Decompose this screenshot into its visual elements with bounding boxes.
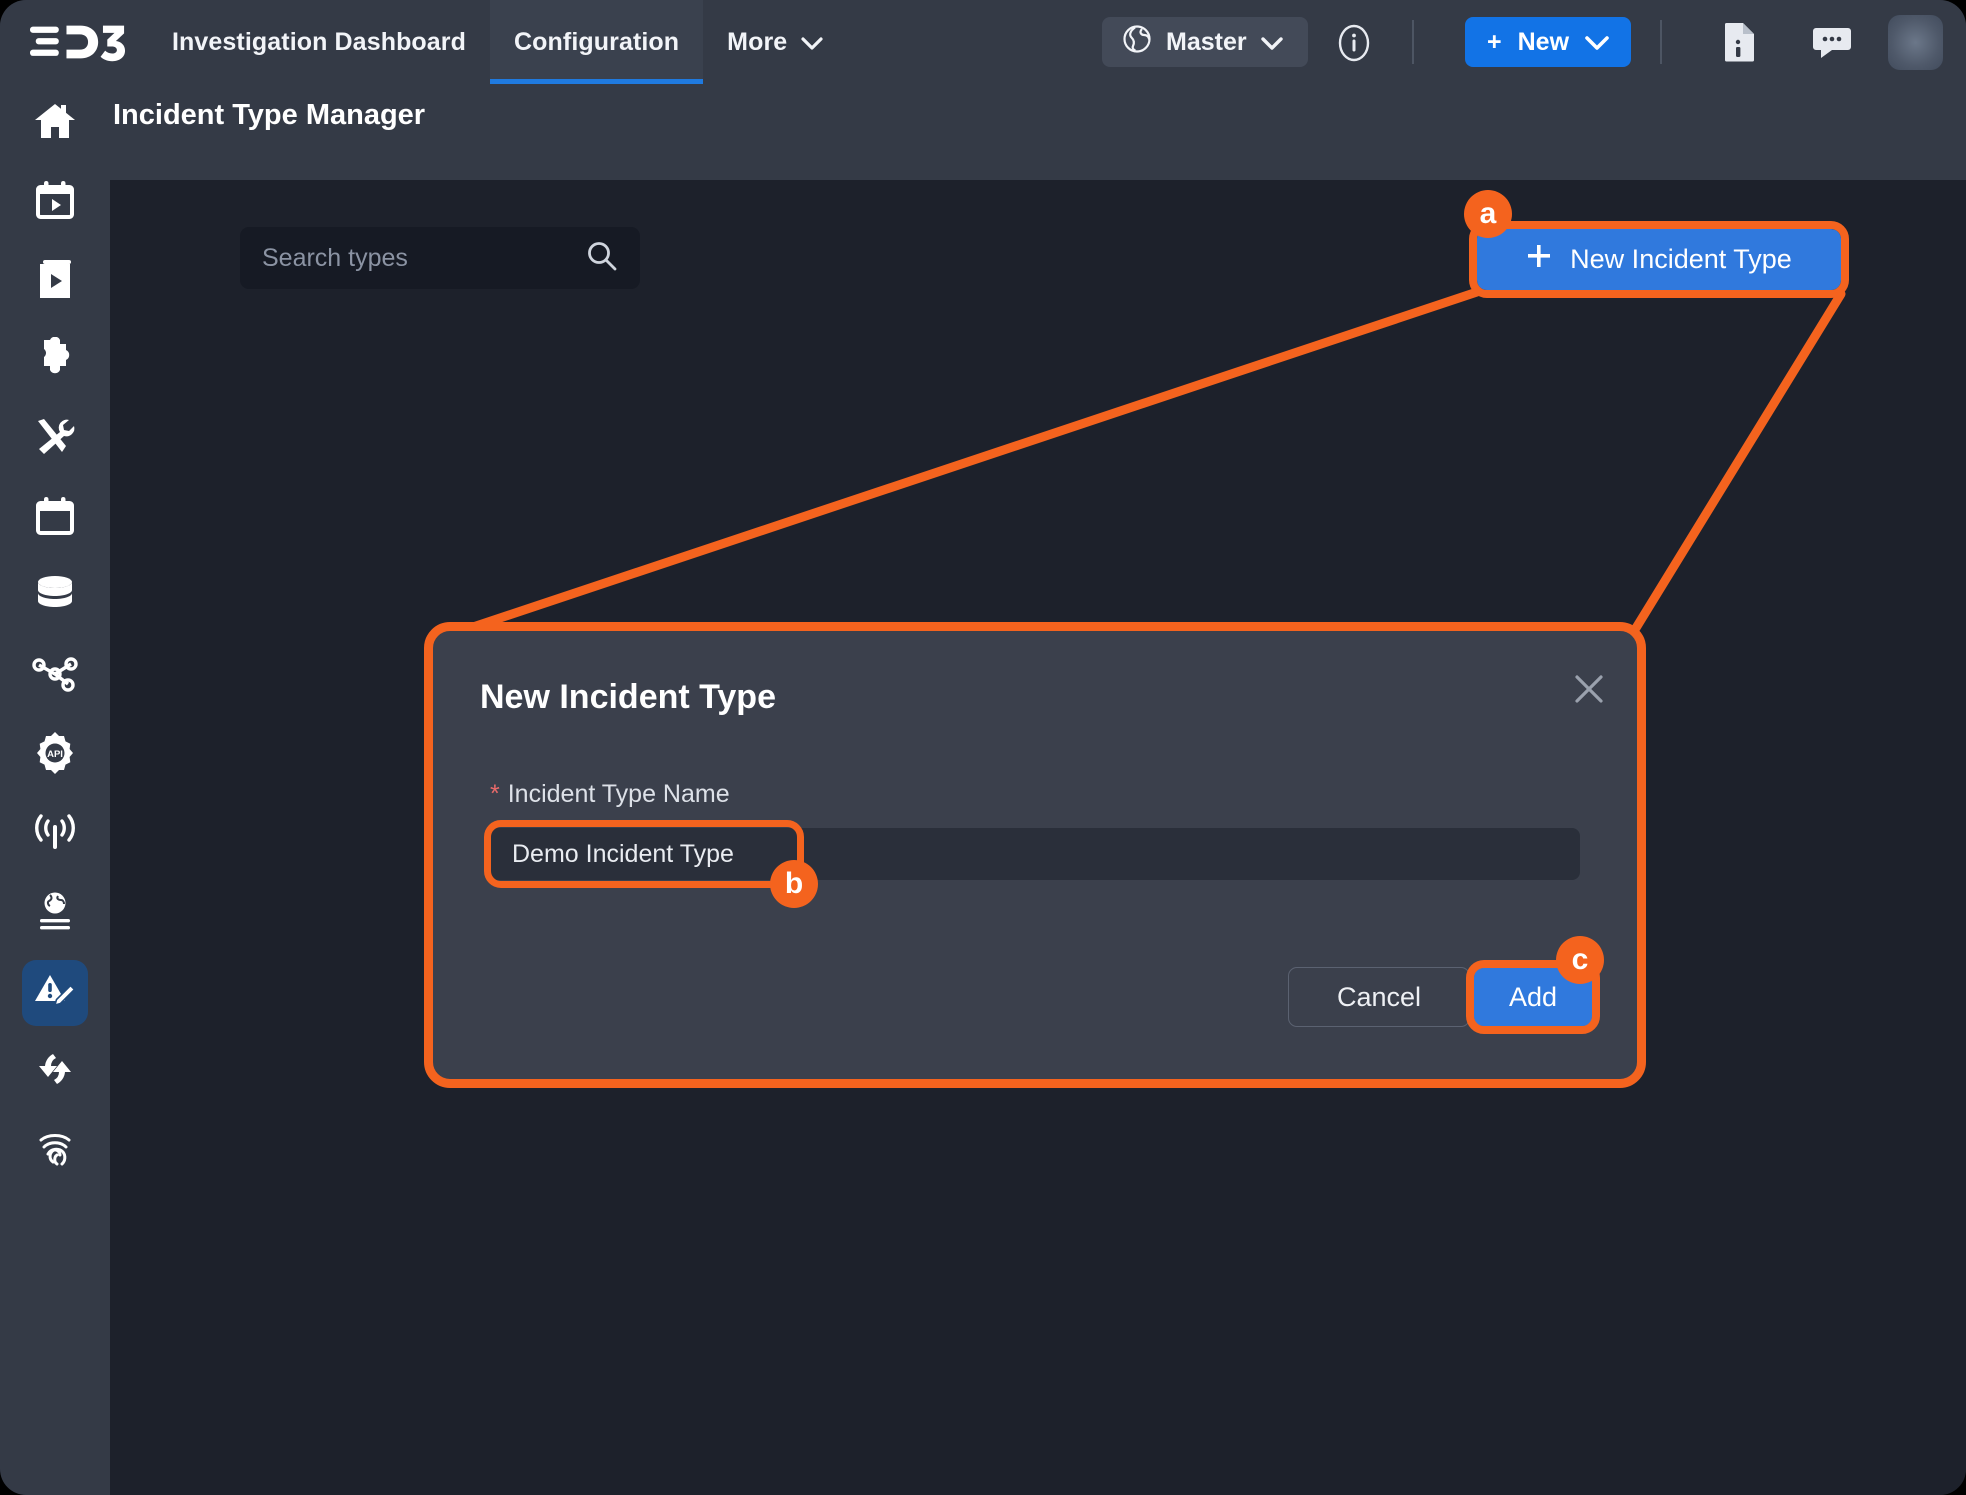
home-icon <box>33 101 77 146</box>
fingerprint-icon <box>33 1126 77 1175</box>
annotation-badge-c: c <box>1556 936 1604 984</box>
search-placeholder: Search types <box>262 243 408 272</box>
incident-type-name-label: * Incident Type Name <box>490 780 730 809</box>
sidebar-item-home[interactable] <box>0 84 110 163</box>
left-sidebar: API <box>0 84 110 1495</box>
sidebar-item-broadcast[interactable] <box>0 795 110 874</box>
chevron-down-icon <box>1260 28 1283 57</box>
sidebar-item-global-list[interactable] <box>0 874 110 953</box>
annotation-badge-a: a <box>1464 190 1512 238</box>
nav-tab-more[interactable]: More <box>703 0 847 84</box>
page-title-bar <box>110 84 1966 180</box>
api-gear-icon: API <box>33 731 77 780</box>
environment-label: Master <box>1166 27 1247 56</box>
d3-logo-icon[interactable] <box>30 19 126 65</box>
sidebar-item-incident-type-manager[interactable] <box>0 953 110 1032</box>
new-incident-type-label: New Incident Type <box>1570 244 1792 274</box>
nav-tab-configuration[interactable]: Configuration <box>490 0 704 84</box>
cancel-button[interactable]: Cancel <box>1288 967 1470 1027</box>
new-button[interactable]: + New <box>1465 17 1632 67</box>
nav-tab-label: More <box>727 27 788 56</box>
globe-icon <box>1122 24 1152 61</box>
sidebar-item-database[interactable] <box>0 558 110 637</box>
close-icon[interactable] <box>1568 668 1610 710</box>
nav-tab-investigation-dashboard[interactable]: Investigation Dashboard <box>148 0 490 84</box>
sidebar-item-tools[interactable] <box>0 400 110 479</box>
sidebar-item-integrations[interactable] <box>0 321 110 400</box>
plus-icon: + <box>1487 27 1502 56</box>
globe-list-icon <box>33 890 77 937</box>
avatar[interactable] <box>1888 15 1943 70</box>
field-label-text: Incident Type Name <box>507 780 730 808</box>
document-info-icon[interactable] <box>1722 22 1756 67</box>
annotation-badge-b: b <box>770 860 818 908</box>
incident-type-name-input[interactable]: Demo Incident Type <box>490 828 1580 880</box>
page-title: Incident Type Manager <box>113 99 426 131</box>
cancel-button-label: Cancel <box>1336 981 1422 1012</box>
tools-icon <box>33 416 77 463</box>
environment-selector[interactable]: Master <box>1102 17 1308 67</box>
new-button-label: New <box>1517 27 1570 56</box>
calendar-icon <box>34 495 76 542</box>
svg-text:API: API <box>47 749 63 760</box>
plus-icon <box>1526 243 1552 276</box>
add-button[interactable]: Add <box>1474 968 1592 1026</box>
new-incident-type-button[interactable]: New Incident Type <box>1469 221 1849 298</box>
search-icon[interactable] <box>586 240 618 277</box>
sidebar-item-calendar[interactable] <box>0 479 110 558</box>
calendar-play-icon <box>34 179 76 226</box>
sync-icon <box>33 1048 77 1095</box>
database-icon <box>33 574 77 621</box>
share-nodes-icon <box>32 654 78 699</box>
sidebar-item-relationships[interactable] <box>0 637 110 716</box>
nav-tab-label: Investigation Dashboard <box>172 27 467 56</box>
chevron-down-icon <box>1585 28 1609 57</box>
playbook-icon <box>35 258 75 305</box>
broadcast-icon <box>32 811 78 858</box>
chevron-down-icon <box>801 28 823 57</box>
sidebar-item-fingerprint[interactable] <box>0 1111 110 1190</box>
toolbar-divider <box>1660 20 1662 64</box>
sidebar-item-playbook[interactable] <box>0 242 110 321</box>
toolbar-divider <box>1412 20 1414 64</box>
top-navigation-bar: Investigation Dashboard Configuration Mo… <box>0 0 1966 84</box>
add-button-label: Add <box>1508 981 1558 1012</box>
nav-tab-label: Configuration <box>514 27 680 56</box>
search-input[interactable]: Search types <box>240 227 640 289</box>
sidebar-item-calendar-play[interactable] <box>0 163 110 242</box>
dialog-title: New Incident Type <box>480 678 776 716</box>
incident-type-edit-icon <box>33 969 77 1016</box>
required-asterisk: * <box>490 780 500 808</box>
incident-type-name-value: Demo Incident Type <box>512 839 734 868</box>
sidebar-item-api[interactable]: API <box>0 716 110 795</box>
chat-bubble-icon[interactable] <box>1812 26 1852 65</box>
puzzle-piece-icon <box>33 336 77 384</box>
info-circle-icon[interactable] <box>1333 22 1375 69</box>
sidebar-item-sync[interactable] <box>0 1032 110 1111</box>
